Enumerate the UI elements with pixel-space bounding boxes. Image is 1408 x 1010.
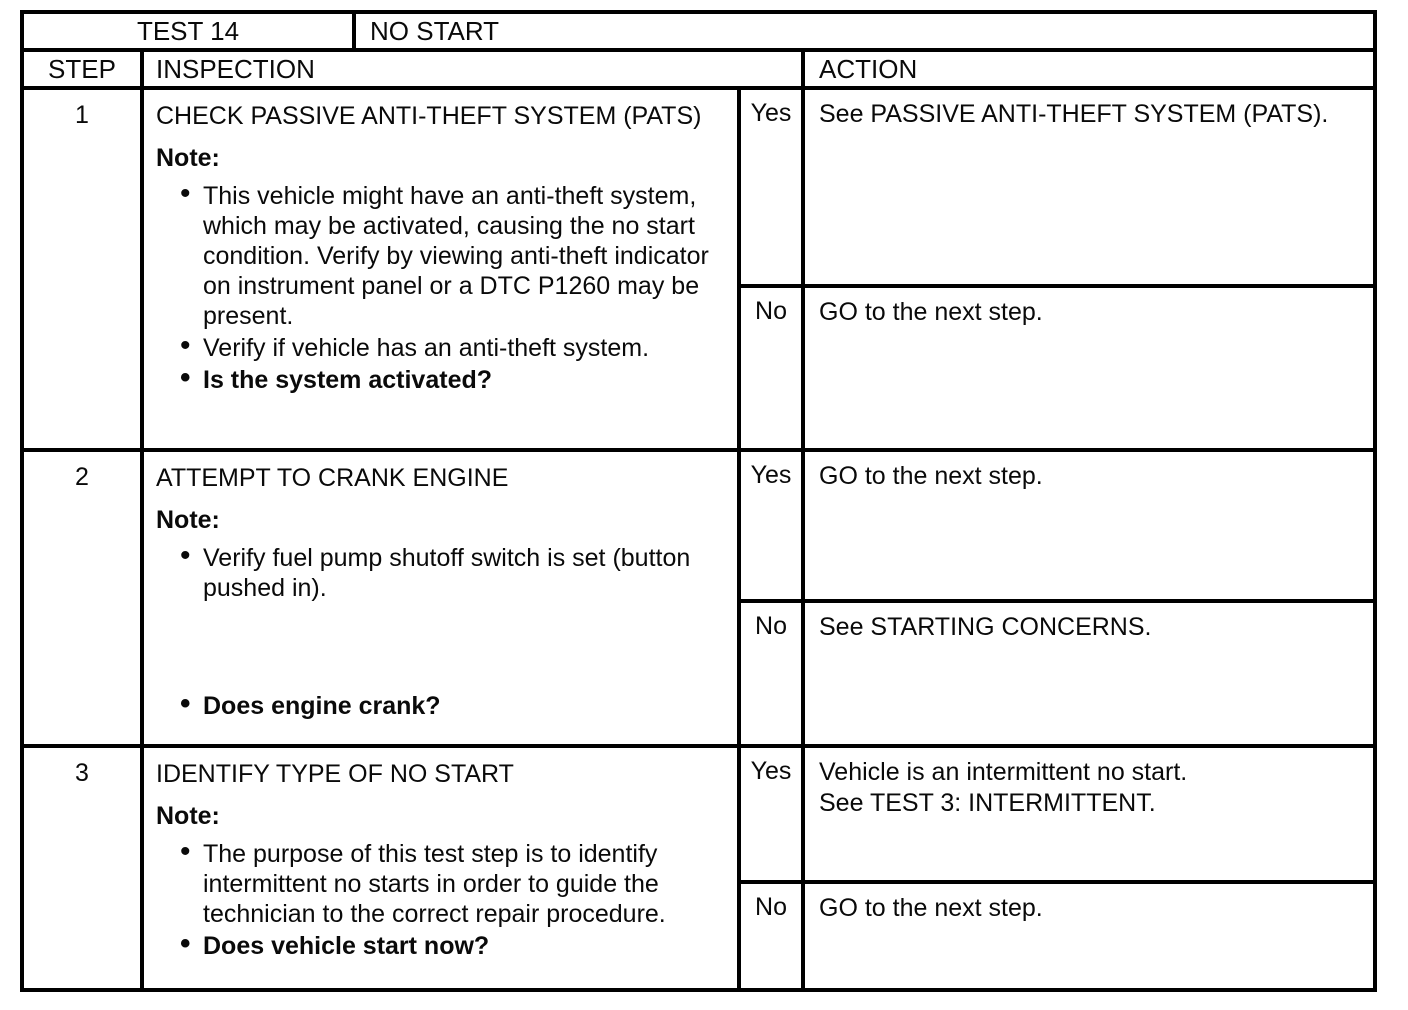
step-3-yes-label: Yes	[741, 748, 805, 880]
step-3-bullet-2: Does vehicle start now?	[156, 929, 727, 961]
step-3-note-label: Note:	[156, 802, 220, 830]
step-3-inspection-cell: IDENTIFY TYPE OF NO START Note: The purp…	[144, 748, 737, 988]
step-2-yes-label: Yes	[741, 452, 805, 599]
step-1-no-row: No GO to the next step.	[741, 284, 1373, 448]
step-3-yes-action: Vehicle is an intermittent no start. See…	[819, 758, 1188, 817]
step-row-3: 3 IDENTIFY TYPE OF NO START Note: The pu…	[24, 744, 1373, 988]
inspection-column-header: INSPECTION	[156, 53, 315, 84]
step-2-bullet-2: Does engine crank?	[156, 689, 727, 721]
step-3-inspection-title: IDENTIFY TYPE OF NO START	[156, 760, 514, 788]
step-1-bullet-2: Verify if vehicle has an anti-theft syst…	[156, 331, 727, 363]
column-header-row: STEP INSPECTION ACTION	[24, 52, 1373, 90]
step-2-decision-column: Yes GO to the next step. No See STARTING…	[737, 452, 1373, 744]
step-row-2: 2 ATTEMPT TO CRANK ENGINE Note: Verify f…	[24, 448, 1373, 744]
step-2-no-row: No See STARTING CONCERNS.	[741, 599, 1373, 744]
step-2-inspection-cell: ATTEMPT TO CRANK ENGINE Note: Verify fue…	[144, 452, 737, 744]
step-1-yes-label: Yes	[741, 90, 805, 284]
step-1-inspection-title: CHECK PASSIVE ANTI-THEFT SYSTEM (PATS)	[156, 102, 702, 130]
step-2-no-action: See STARTING CONCERNS.	[819, 613, 1152, 641]
step-3-number: 3	[24, 748, 144, 988]
step-2-yes-row: Yes GO to the next step.	[741, 452, 1373, 599]
step-2-yes-action: GO to the next step.	[819, 462, 1043, 490]
step-2-no-label: No	[741, 603, 805, 744]
diagnostic-test-table: TEST 14 NO START STEP INSPECTION ACTION …	[20, 10, 1377, 992]
step-3-yes-row: Yes Vehicle is an intermittent no start.…	[741, 748, 1373, 880]
step-row-1: 1 CHECK PASSIVE ANTI-THEFT SYSTEM (PATS)…	[24, 90, 1373, 448]
step-1-yes-row: Yes See PASSIVE ANTI-THEFT SYSTEM (PATS)…	[741, 90, 1373, 284]
step-1-bullet-1: This vehicle might have an anti-theft sy…	[156, 179, 727, 331]
step-3-decision-column: Yes Vehicle is an intermittent no start.…	[737, 748, 1373, 988]
step-column-header: STEP	[24, 52, 144, 86]
step-3-no-action: GO to the next step.	[819, 894, 1043, 922]
table-title-row: TEST 14 NO START	[24, 14, 1373, 52]
step-2-inspection-title: ATTEMPT TO CRANK ENGINE	[156, 464, 509, 492]
step-1-bullet-3: Is the system activated?	[156, 363, 727, 395]
step-3-bullet-1: The purpose of this test step is to iden…	[156, 837, 727, 929]
step-2-note-label: Note:	[156, 506, 220, 534]
step-2-number: 2	[24, 452, 144, 744]
test-number-cell: TEST 14	[24, 14, 356, 48]
step-1-decision-column: Yes See PASSIVE ANTI-THEFT SYSTEM (PATS)…	[737, 90, 1373, 448]
step-2-bullet-1: Verify fuel pump shutoff switch is set (…	[156, 541, 727, 603]
step-1-number: 1	[24, 90, 144, 448]
step-1-no-label: No	[741, 288, 805, 448]
step-3-no-label: No	[741, 884, 805, 988]
step-1-note-label: Note:	[156, 144, 220, 172]
step-1-no-action: GO to the next step.	[819, 298, 1043, 326]
action-column-header: ACTION	[801, 52, 1373, 86]
step-1-inspection-cell: CHECK PASSIVE ANTI-THEFT SYSTEM (PATS) N…	[144, 90, 737, 448]
test-name-cell: NO START	[370, 15, 500, 46]
step-1-yes-action: See PASSIVE ANTI-THEFT SYSTEM (PATS).	[819, 100, 1329, 128]
step-3-no-row: No GO to the next step.	[741, 880, 1373, 988]
